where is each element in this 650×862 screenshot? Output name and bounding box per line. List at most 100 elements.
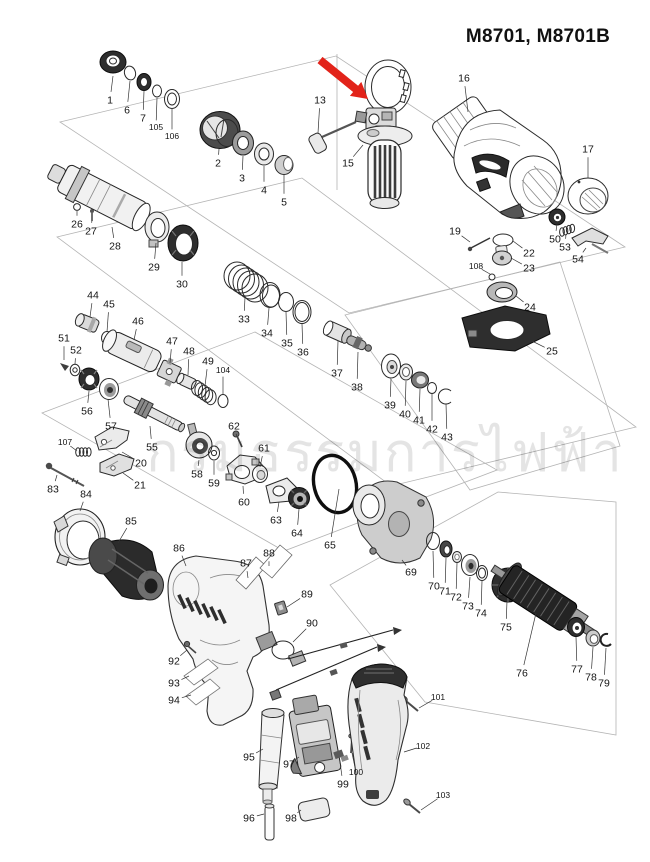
part-number-13: 13 xyxy=(314,95,326,107)
leader-line-41 xyxy=(418,388,421,412)
part-number-1: 1 xyxy=(107,95,113,107)
part-number-96: 96 xyxy=(243,813,255,825)
part-number-38: 38 xyxy=(351,382,363,394)
leader-line-72 xyxy=(455,562,458,589)
part-number-17: 17 xyxy=(582,144,594,156)
part-99-cord-clamp xyxy=(333,749,349,762)
part-36-ring xyxy=(292,300,312,324)
leader-line-15 xyxy=(352,144,364,157)
part-21-bracket xyxy=(99,453,135,477)
leader-line-16 xyxy=(464,86,469,113)
part-number-90: 90 xyxy=(306,618,318,630)
leader-line-79 xyxy=(604,647,607,675)
part-number-34: 34 xyxy=(261,328,273,340)
part-number-52: 52 xyxy=(70,345,82,357)
part-number-78: 78 xyxy=(585,672,597,684)
leader-line-94 xyxy=(181,694,192,699)
part-83-long-screw xyxy=(45,462,85,487)
leader-line-97 xyxy=(295,756,300,760)
part-number-98: 98 xyxy=(285,813,297,825)
part-28-barrel xyxy=(47,164,151,232)
assembly-outline-5 xyxy=(344,261,621,491)
part-number-22: 22 xyxy=(523,248,535,260)
part-number-30: 30 xyxy=(176,279,188,291)
part-number-74: 74 xyxy=(475,608,487,620)
part-38-striker-pin xyxy=(346,335,372,352)
part-number-42: 42 xyxy=(426,424,438,436)
leader-line-33 xyxy=(244,296,246,311)
part-number-37: 37 xyxy=(331,368,343,380)
part-number-107: 107 xyxy=(58,437,72,447)
part-number-97: 97 xyxy=(283,759,295,771)
leader-line-63 xyxy=(277,501,280,512)
part-number-64: 64 xyxy=(291,528,303,540)
part-number-57: 57 xyxy=(105,421,117,433)
leader-line-70 xyxy=(432,550,435,578)
part-69-gear-housing xyxy=(352,480,435,564)
leader-line-50 xyxy=(555,223,558,231)
part-number-104: 104 xyxy=(216,365,230,375)
part-number-26: 26 xyxy=(71,219,83,231)
part-70-o-ring xyxy=(426,532,440,550)
part-22-o-ring xyxy=(492,233,514,247)
part-number-44: 44 xyxy=(87,290,99,302)
part-16-motor-housing xyxy=(432,96,565,219)
part-47-guide-block xyxy=(156,357,182,387)
leader-line-108 xyxy=(481,268,491,275)
part-89-brush-cap xyxy=(274,600,288,616)
assembly-outline-4 xyxy=(41,331,498,552)
part-51-clip xyxy=(60,363,69,371)
part-106-ring xyxy=(164,89,180,109)
part-44-sleeve xyxy=(74,313,100,333)
part-76-armature xyxy=(490,562,597,638)
part-85-field-stator xyxy=(88,537,164,601)
part-52-washer xyxy=(69,363,81,377)
part-105-ring xyxy=(152,84,162,98)
leader-line-86 xyxy=(181,555,187,567)
part-108-ring xyxy=(488,273,496,281)
part-94-label-sticker xyxy=(185,678,221,706)
part-number-33: 33 xyxy=(238,314,250,326)
part-number-41: 41 xyxy=(413,415,425,427)
part-number-25: 25 xyxy=(546,346,558,358)
part-20-bracket xyxy=(94,426,130,451)
part-number-87: 87 xyxy=(240,558,252,570)
leader-line-43 xyxy=(445,403,448,429)
assembly-outline-6 xyxy=(329,491,617,736)
part-6-ring xyxy=(123,65,137,81)
part-number-20: 20 xyxy=(135,458,147,470)
part-73-bearing xyxy=(461,554,479,576)
part-number-6: 6 xyxy=(124,105,130,117)
leader-line-48 xyxy=(187,359,190,376)
part-number-16: 16 xyxy=(458,73,470,85)
part-number-94: 94 xyxy=(168,695,180,707)
part-number-75: 75 xyxy=(500,622,512,634)
part-number-35: 35 xyxy=(281,338,293,350)
leader-line-69 xyxy=(401,559,407,566)
part-102-handle-cover xyxy=(347,663,409,806)
leader-line-36 xyxy=(301,323,304,344)
part-number-83: 83 xyxy=(47,484,59,496)
part-57-bearing xyxy=(99,378,119,400)
part-number-62: 62 xyxy=(228,421,240,433)
part-number-4: 4 xyxy=(261,185,267,197)
part-number-40: 40 xyxy=(399,409,411,421)
part-number-58: 58 xyxy=(191,469,203,481)
leader-line-58 xyxy=(197,459,200,466)
part-4-washer-ring xyxy=(254,142,274,166)
leader-lines xyxy=(54,75,607,817)
part-number-5: 5 xyxy=(281,197,287,209)
leader-line-107 xyxy=(70,445,78,452)
leader-line-61 xyxy=(259,455,263,468)
part-15-grip xyxy=(357,125,413,209)
leader-line-46 xyxy=(133,328,137,341)
part-number-92: 92 xyxy=(168,656,180,668)
part-number-72: 72 xyxy=(450,592,462,604)
assembly-outline-3 xyxy=(56,177,637,487)
part-49-spring xyxy=(191,380,217,406)
leader-line-78 xyxy=(591,646,594,669)
leader-line-57 xyxy=(107,398,111,418)
part-number-43: 43 xyxy=(441,432,453,444)
part-25-cover xyxy=(461,305,551,352)
